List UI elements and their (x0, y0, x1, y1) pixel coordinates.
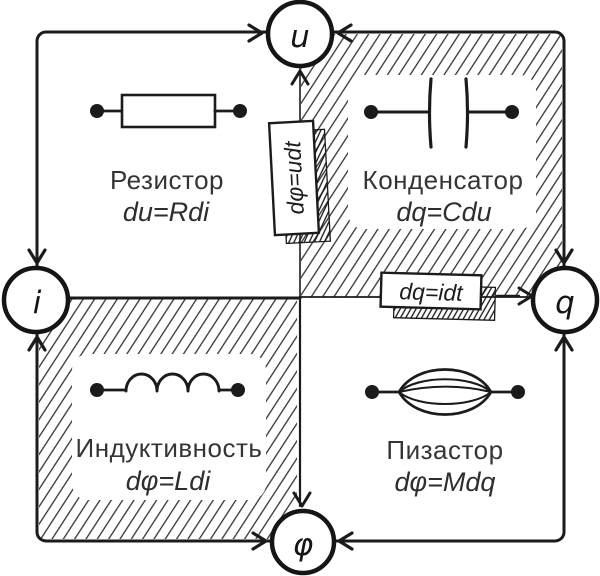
resistor-formula: du=Rdi (123, 197, 210, 227)
dq-idt-label: dq=idt (399, 278, 465, 306)
arrow-into-i-from-top (27, 248, 47, 265)
node-i-circle (1, 265, 71, 335)
dphi-udt-box-face (267, 119, 321, 237)
node-q-circle (530, 265, 600, 335)
terminal-dot (231, 383, 245, 397)
dq-idt-box-face (379, 271, 483, 311)
arrow-into-i-from-bottom (27, 335, 47, 352)
node-q-label: q (555, 285, 575, 321)
capacitor-formula: dq=Cdu (396, 197, 491, 227)
arrow-into-q-from-top (554, 248, 574, 265)
terminal-dot (505, 105, 519, 119)
arrow-into-q-from-center (517, 286, 534, 306)
terminal-dot (90, 383, 104, 397)
capacitor-symbol (364, 77, 519, 149)
arrow-into-q-from-bottom (554, 335, 574, 352)
arrow-into-u-from-right (336, 23, 353, 43)
terminal-dot (233, 104, 247, 118)
arrow-into-phi-from-right (337, 531, 354, 551)
arrow-into-phi-from-center (292, 491, 312, 508)
inductor-name: Индуктивность (76, 433, 263, 463)
inductor-coil (124, 372, 221, 393)
node-phi: φ (269, 508, 337, 576)
memristor-lens-outline (397, 368, 493, 416)
capacitor-plate (427, 77, 433, 149)
arrow-into-phi-from-left (251, 531, 268, 551)
terminal-dot (365, 385, 379, 399)
resistor-symbol (90, 93, 247, 129)
inductor-symbol (90, 372, 245, 397)
memristor-inner-arc (397, 385, 493, 394)
capacitor-plate (464, 77, 470, 149)
resistor-name: Резистор (110, 165, 224, 195)
node-q: q (530, 265, 600, 335)
dq-idt-box: dq=idt (379, 271, 521, 321)
arrow-into-u-from-left (247, 23, 264, 43)
node-u-circle (265, 0, 335, 69)
node-phi-label: φ (293, 527, 314, 563)
memristor-inner-arc (397, 378, 493, 394)
memristor-inner-arc (397, 390, 493, 405)
terminal-dot (364, 105, 378, 119)
terminal-dot (511, 385, 525, 399)
memristor-name: Пизастор (386, 435, 503, 465)
memristor-formula: dφ=Mdq (395, 467, 496, 497)
node-u: u (265, 0, 335, 69)
node-i-label: i (33, 285, 42, 321)
inductor-formula: dφ=Ldi (126, 466, 211, 496)
arrow-into-u-from-center (290, 69, 310, 86)
resistor-body (120, 93, 217, 129)
dphi-udt-box: dφ=udt (267, 119, 332, 245)
node-phi-circle (269, 508, 337, 576)
node-u-label: u (290, 19, 310, 55)
node-i: i (1, 265, 71, 335)
capacitor-name: Конденсатор (363, 165, 524, 195)
memristor-symbol (365, 368, 525, 416)
terminal-dot (90, 104, 104, 118)
dphi-udt-label: dφ=udt (279, 139, 309, 215)
